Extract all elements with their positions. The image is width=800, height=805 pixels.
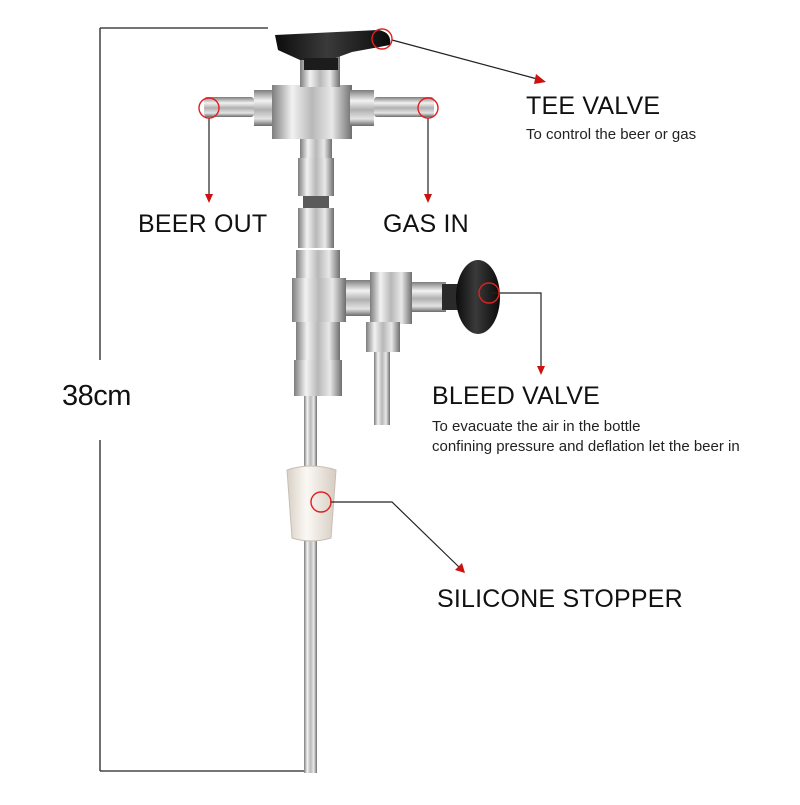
- marker-beer-out: [198, 97, 220, 119]
- bleed-valve-desc-line1: To evacuate the air in the bottle: [432, 418, 641, 435]
- main-body: [292, 130, 346, 396]
- callout-lines: [208, 39, 542, 569]
- marker-stopper: [310, 491, 332, 513]
- tee-valve-handle: [275, 30, 391, 60]
- tee-valve-arrow-head: [534, 74, 546, 84]
- gas-in-arrow-head: [424, 194, 432, 203]
- tee-block: [204, 55, 434, 139]
- bleed-valve-knob: [456, 260, 500, 334]
- bleed-valve-leader: [492, 292, 542, 368]
- bleed-valve-body: [346, 272, 460, 425]
- beer-out-arrow-head: [205, 194, 213, 203]
- tee-valve-leader: [391, 39, 542, 81]
- dip-tube: [304, 395, 317, 773]
- beer-out-title: BEER OUT: [138, 210, 268, 238]
- dimension-bracket: [99, 27, 308, 772]
- bleed-valve-title: BLEED VALVE: [432, 382, 601, 410]
- marker-tee-valve: [371, 28, 393, 50]
- bleed-valve-arrow-head: [537, 366, 545, 375]
- stopper-arrow-head: [455, 563, 465, 573]
- tee-valve-title: TEE VALVE: [526, 92, 661, 120]
- bleed-valve-desc-line2: confining pressure and deflation let the…: [432, 438, 740, 455]
- marker-bleed-valve: [478, 282, 500, 304]
- marker-circles: [198, 28, 500, 513]
- dimension-label: 38cm: [62, 380, 131, 412]
- silicone-stopper-title: SILICONE STOPPER: [437, 585, 683, 613]
- tee-valve-desc: To control the beer or gas: [526, 126, 697, 143]
- marker-gas-in: [417, 97, 439, 119]
- arrow-heads: [205, 74, 546, 573]
- stopper-leader: [330, 501, 461, 569]
- gas-in-title: GAS IN: [383, 210, 469, 238]
